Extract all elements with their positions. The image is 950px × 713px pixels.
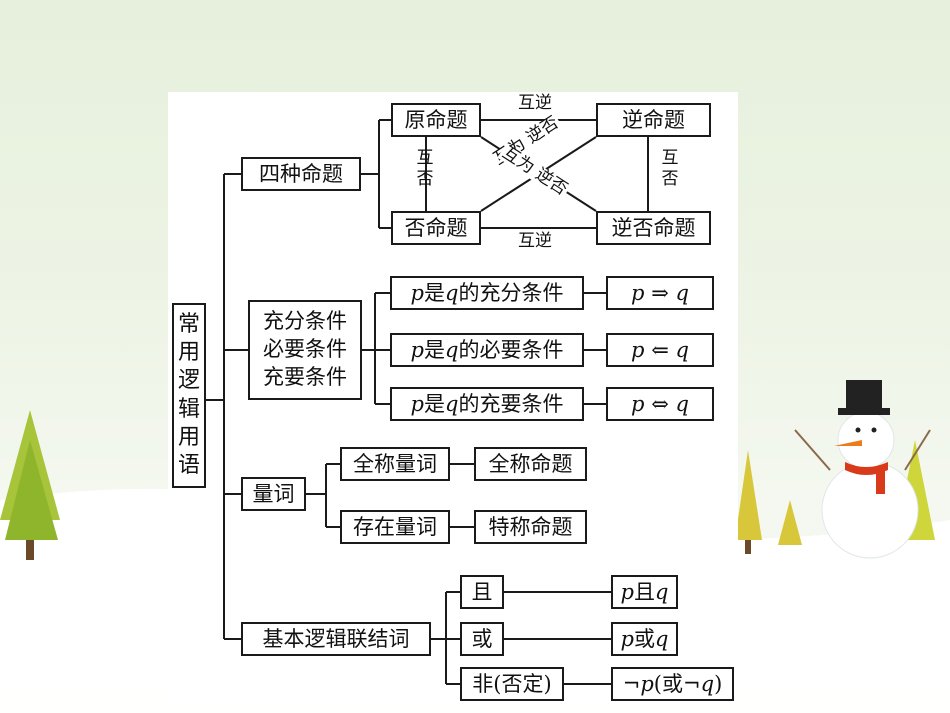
- original-proposition-label: 原命题: [404, 107, 468, 132]
- relation-char: 否: [661, 169, 679, 190]
- var-p: p: [640, 671, 654, 696]
- relation-char: 否: [416, 169, 434, 190]
- condition-text: 的充分条件: [458, 280, 564, 305]
- condition-text: 的充要条件: [458, 391, 564, 416]
- var-p: p: [410, 337, 424, 362]
- root-char: 语: [177, 452, 200, 478]
- snowman-icon: [794, 380, 931, 559]
- logic-concept-map: 常 用 逻 辑 用 语 四种命题 原命题 逆命题 否命题 逆否命题 互逆 互逆 …: [168, 92, 738, 703]
- conditions-line: 充分条件: [263, 309, 347, 334]
- var-q: q: [445, 391, 459, 416]
- universal-quantifier-label: 全称量词: [353, 451, 437, 476]
- root-char: 逻: [177, 368, 200, 394]
- universal-proposition-label: 全称命题: [488, 451, 573, 476]
- negation-symbol: ¬: [622, 671, 641, 696]
- sufficient-necessary-condition-node: p是q的充要条件: [390, 387, 584, 421]
- particular-proposition-node: 特称命题: [474, 510, 587, 544]
- quantifiers-label: 量词: [252, 481, 295, 506]
- not-label: 非(否定): [472, 671, 552, 696]
- var-q: q: [675, 337, 689, 362]
- existential-quantifier-label: 存在量词: [353, 514, 437, 539]
- implied-by-arrow: ⇐: [651, 337, 669, 362]
- relation-char: 互: [416, 148, 434, 168]
- relation-top-label: 互逆: [518, 93, 552, 113]
- var-p: p: [620, 579, 634, 604]
- and-node: 且: [460, 575, 504, 609]
- var-p: p: [620, 626, 634, 651]
- root-char: 用: [177, 424, 200, 450]
- iff-arrow: ⇔: [651, 391, 669, 416]
- var-p: p: [631, 337, 645, 362]
- inverse-proposition-node: 否命题: [391, 211, 481, 245]
- converse-proposition-node: 逆命题: [596, 103, 711, 137]
- condition-text: 的必要条件: [458, 337, 564, 362]
- not-example-node: ¬p(或¬q): [611, 667, 734, 701]
- relation-char: 互: [661, 148, 679, 168]
- var-p: p: [410, 280, 424, 305]
- and-op: 且: [634, 579, 655, 604]
- original-proposition-node: 原命题: [391, 103, 481, 137]
- necessary-condition-node: p是q的必要条件: [390, 333, 584, 367]
- root-common-logic-terms: 常 用 逻 辑 用 语: [172, 303, 206, 488]
- text-is: 是: [424, 391, 445, 416]
- or-node: 或: [460, 622, 504, 656]
- logical-connectives-node: 基本逻辑联结词: [241, 622, 431, 656]
- root-char: 常: [177, 312, 200, 338]
- var-q: q: [700, 671, 715, 696]
- or-op: 或: [634, 626, 655, 651]
- and-example-node: p且q: [611, 575, 678, 609]
- conditions-node: 充分条件 必要条件 充要条件: [248, 300, 362, 400]
- four-propositions-node: 四种命题: [241, 157, 361, 191]
- four-propositions-label: 四种命题: [259, 161, 343, 186]
- converse-proposition-label: 逆命题: [622, 107, 685, 132]
- universal-proposition-node: 全称命题: [474, 447, 587, 481]
- or-label: 或: [471, 626, 493, 651]
- existential-quantifier-node: 存在量词: [340, 510, 450, 544]
- implied-by-symbol-node: p ⇐ q: [606, 333, 714, 367]
- var-p: p: [631, 280, 645, 305]
- universal-quantifier-node: 全称量词: [340, 447, 450, 481]
- quantifiers-node: 量词: [241, 477, 306, 511]
- or-example-node: p或q: [611, 622, 678, 656]
- particular-proposition-label: 特称命题: [488, 514, 573, 539]
- var-q: q: [675, 280, 689, 305]
- sufficient-condition-node: p是q的充分条件: [390, 276, 584, 310]
- relation-left-label: 互 否: [415, 148, 435, 191]
- var-q: q: [655, 579, 669, 604]
- conditions-line: 充要条件: [263, 364, 347, 389]
- contrapositive-proposition-label: 逆否命题: [611, 215, 696, 240]
- text-is: 是: [424, 337, 445, 362]
- relation-bottom-label: 互逆: [518, 231, 552, 251]
- root-char: 用: [177, 340, 200, 366]
- not-node: 非(否定): [460, 667, 564, 701]
- or-text: (或: [653, 671, 683, 696]
- logical-connectives-label: 基本逻辑联结词: [262, 626, 410, 651]
- root-char: 辑: [177, 396, 200, 422]
- var-q: q: [675, 391, 689, 416]
- inverse-proposition-label: 否命题: [404, 215, 468, 240]
- var-q: q: [445, 337, 459, 362]
- implies-symbol-node: p ⇒ q: [606, 276, 714, 310]
- var-q: q: [445, 280, 459, 305]
- var-p: p: [631, 391, 645, 416]
- contrapositive-proposition-node: 逆否命题: [596, 211, 711, 245]
- var-q: q: [655, 626, 669, 651]
- and-label: 且: [471, 579, 493, 604]
- close-paren: ): [714, 671, 723, 696]
- negation-symbol: ¬: [683, 671, 701, 696]
- implies-arrow: ⇒: [651, 280, 669, 305]
- text-is: 是: [424, 280, 445, 305]
- iff-symbol-node: p ⇔ q: [606, 387, 714, 421]
- conditions-line: 必要条件: [263, 337, 347, 362]
- tree-icon: [0, 410, 60, 560]
- var-p: p: [410, 391, 424, 416]
- relation-right-label: 互 否: [660, 148, 680, 191]
